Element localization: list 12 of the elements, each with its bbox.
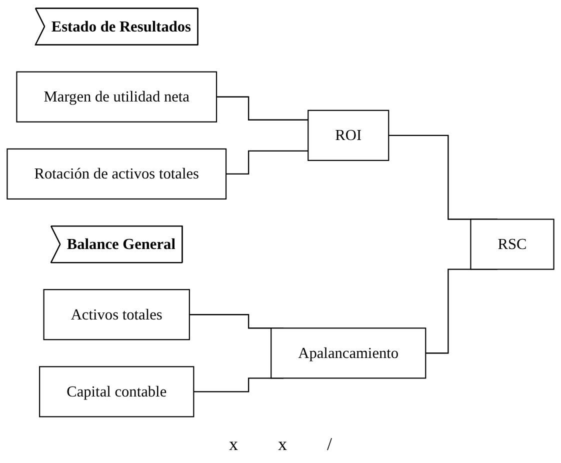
node-box: Activos totales xyxy=(43,289,190,340)
node-box: Apalancamiento xyxy=(270,328,426,379)
connector xyxy=(216,96,308,120)
connector xyxy=(225,150,308,175)
node-box: Margen de utilidad neta xyxy=(16,71,218,122)
operator-symbol: x xyxy=(278,434,287,454)
node-box: RSC xyxy=(470,218,554,270)
node-box: ROI xyxy=(308,110,390,161)
node-box: Rotación de activos totales xyxy=(6,148,227,200)
node-box: Capital contable xyxy=(39,366,194,418)
operator-symbol: / xyxy=(326,434,332,454)
operator-symbol: x xyxy=(228,434,238,454)
